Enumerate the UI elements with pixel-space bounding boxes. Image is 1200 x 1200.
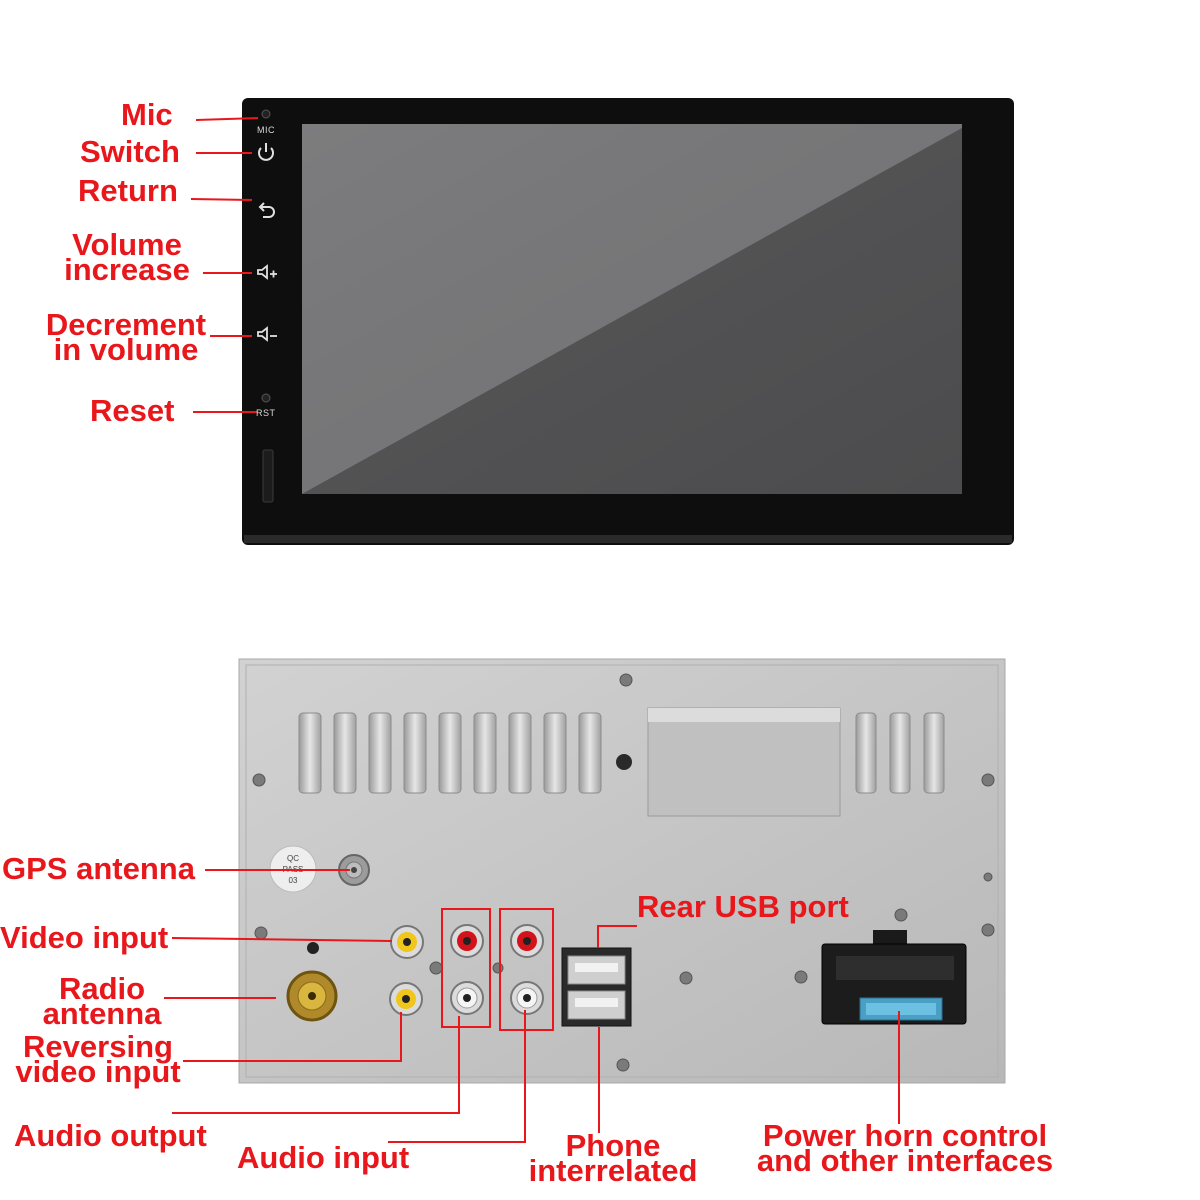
label-radio-line2: antenna	[42, 996, 162, 1031]
label-power-line2: and other interfaces	[756, 1143, 1054, 1178]
qc-text-1: QC	[287, 854, 299, 863]
label-decrement-volume: Decrement in volume	[36, 307, 216, 367]
rca-video-in	[390, 925, 424, 959]
label-volume-increase-line2: increase	[64, 252, 190, 287]
rca-audio-out-red	[450, 924, 484, 958]
rca-audio-in-red	[510, 924, 544, 958]
sd-card-slot	[262, 449, 274, 503]
rca-audio-out-white	[450, 981, 484, 1015]
power-connector	[821, 930, 967, 1025]
front-leader-lines	[190, 117, 259, 413]
volume-down-icon	[257, 326, 277, 342]
label-reversing-video-input: Reversing video input	[8, 1029, 188, 1089]
bezel-mic-text: MIC	[257, 125, 275, 135]
vent-slots	[298, 712, 945, 794]
label-radio-line1: Radio	[58, 971, 146, 1006]
qc-text-3: 03	[289, 876, 298, 885]
label-gps-antenna: GPS antenna	[2, 851, 195, 886]
label-power-line1: Power horn control	[762, 1118, 1048, 1153]
hole	[616, 754, 632, 770]
label-phone-line2: interrelated	[528, 1153, 698, 1188]
reset-hole	[261, 393, 271, 403]
label-audio-output: Audio output	[14, 1118, 207, 1153]
label-reversing-line2: video input	[15, 1054, 181, 1089]
label-volume-increase-line1: Volume	[72, 227, 182, 262]
label-volume-increase: Volume increase	[62, 227, 192, 287]
hole-small	[307, 942, 319, 954]
rca-audio-in-white	[510, 981, 544, 1015]
label-phone-line1: Phone	[565, 1128, 661, 1163]
label-decrement-line1: Decrement	[45, 307, 207, 342]
label-radio-antenna: Radio antenna	[34, 971, 170, 1031]
rca-reversing-video	[389, 982, 423, 1016]
recessed-plate	[647, 707, 841, 817]
audio-input-highlight	[499, 908, 554, 1031]
screws	[252, 673, 995, 1072]
audio-output-highlight	[441, 908, 491, 1028]
label-reversing-line1: Reversing	[23, 1029, 173, 1064]
label-rear-usb-port: Rear USB port	[637, 889, 849, 924]
label-video-input: Video input	[0, 920, 169, 955]
label-return: Return	[78, 173, 178, 208]
screen-shade	[302, 128, 962, 494]
label-power-horn-control: Power horn control and other interfaces	[746, 1118, 1064, 1178]
radio-antenna-connector	[286, 970, 338, 1022]
label-reset: Reset	[90, 393, 175, 428]
label-audio-input: Audio input	[237, 1140, 410, 1175]
label-decrement-line2: in volume	[53, 332, 199, 367]
label-phone-interrelated: Phone interrelated	[520, 1128, 706, 1188]
power-icon	[258, 143, 274, 161]
usb-ports	[561, 947, 632, 1027]
gps-connector	[338, 854, 370, 886]
rear-panel: QC PASS 03	[238, 658, 1006, 1084]
back-icon	[258, 202, 275, 218]
front-unit	[242, 98, 1014, 545]
bezel-rst-text: RST	[256, 408, 276, 418]
mic-hole	[261, 109, 271, 119]
rear-leader-lines	[164, 869, 900, 1143]
volume-up-icon	[257, 264, 277, 280]
bezel-edge	[244, 535, 1012, 543]
label-switch: Switch	[80, 134, 180, 169]
label-mic: Mic	[121, 97, 173, 132]
recessed-plate-top	[648, 708, 840, 722]
screen-glare	[302, 124, 962, 494]
